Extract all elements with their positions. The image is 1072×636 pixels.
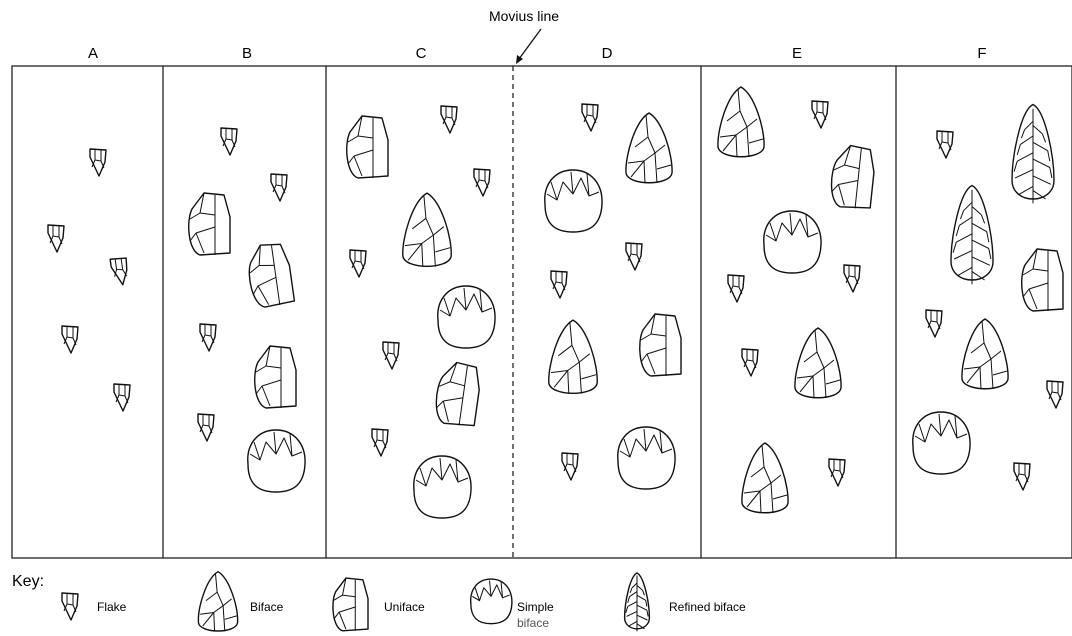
panel-frame (12, 66, 1072, 558)
flake-icon-b-6 (198, 414, 214, 441)
key-uniface-icon (333, 578, 368, 631)
uniface-icon-e-3 (829, 144, 877, 210)
flake-icon-e-8 (742, 349, 758, 376)
flake-icon-b-5 (200, 324, 216, 351)
flake-icon-d-8 (562, 453, 578, 480)
biface-icon-d-2 (626, 113, 672, 183)
key-layer (62, 572, 649, 632)
flake-icon-e-5 (728, 275, 744, 302)
key-simple-biface-icon (471, 579, 512, 624)
flake-icon-a-2 (48, 225, 64, 252)
tools-layer (48, 87, 1063, 518)
key-label-simple: Simple (517, 600, 554, 614)
key-label-biface: Biface (250, 600, 284, 614)
flake-icon-f-5 (926, 310, 942, 337)
biface-icon-c-4 (403, 193, 451, 267)
column-label-c: C (416, 45, 427, 62)
flake-icon-f-9 (1014, 463, 1030, 490)
flake-icon-e-10 (829, 459, 845, 486)
uniface-icon-d-7 (640, 314, 681, 376)
simple-biface-icon-d-9 (618, 427, 675, 489)
uniface-icon-c-8 (433, 360, 483, 427)
flake-icon-c-7 (383, 342, 399, 369)
key-refined-biface-icon (625, 573, 650, 631)
uniface-icon-f-4 (1022, 249, 1063, 311)
flake-icon-b-1 (221, 128, 237, 155)
flake-icon-e-2 (812, 101, 828, 128)
simple-biface-icon-d-3 (545, 170, 602, 232)
biface-icon-d-6 (549, 320, 597, 394)
key-label-flake: Flake (97, 600, 127, 614)
simple-biface-icon-e-4 (764, 211, 821, 273)
flake-icon-c-5 (350, 250, 366, 277)
refined-biface-icon-f-3 (951, 186, 993, 285)
key-label-refined: Refined biface (669, 600, 746, 614)
column-label-e: E (792, 45, 802, 62)
flake-icon-f-7 (1047, 381, 1063, 408)
refined-biface-icon-f-2 (1012, 105, 1054, 204)
biface-icon-e-1 (718, 87, 764, 157)
flake-icon-d-5 (551, 271, 567, 298)
flake-icon-a-1 (90, 149, 106, 176)
uniface-icon-b-2 (189, 193, 230, 255)
flake-icon-a-5 (114, 384, 130, 411)
biface-icon-e-7 (795, 328, 841, 398)
flake-icon-c-3 (474, 169, 490, 196)
uniface-icon-b-4 (245, 242, 295, 309)
flake-icon-d-4 (626, 243, 642, 270)
flake-icon-c-2 (441, 106, 457, 133)
column-label-d: D (602, 45, 613, 62)
simple-biface-icon-c-10 (414, 456, 471, 518)
flake-icon-b-3 (271, 174, 287, 201)
key-sub-simple: biface (517, 616, 549, 630)
key-flake-icon (62, 593, 78, 620)
biface-icon-f-6 (962, 319, 1008, 389)
column-label-b: B (242, 45, 252, 62)
flake-icon-a-3 (110, 257, 130, 286)
simple-biface-icon-f-8 (913, 412, 970, 474)
flake-icon-a-4 (62, 326, 78, 353)
flake-icon-e-6 (844, 265, 860, 292)
movius-line-label: Movius line (489, 8, 559, 24)
column-label-a: A (88, 45, 98, 62)
uniface-icon-c-1 (347, 116, 388, 178)
uniface-icon-b-7 (255, 346, 296, 408)
flake-icon-d-1 (582, 104, 598, 131)
movius-arrow (516, 29, 541, 64)
column-label-f: F (977, 45, 986, 62)
flake-icon-f-1 (937, 131, 953, 158)
key-biface-icon (198, 572, 237, 632)
simple-biface-icon-b-8 (248, 430, 305, 492)
key-title: Key: (12, 573, 44, 590)
simple-biface-icon-c-6 (438, 286, 495, 348)
biface-icon-e-9 (742, 443, 788, 513)
key-label-uniface: Uniface (384, 600, 425, 614)
flake-icon-c-9 (372, 429, 388, 456)
